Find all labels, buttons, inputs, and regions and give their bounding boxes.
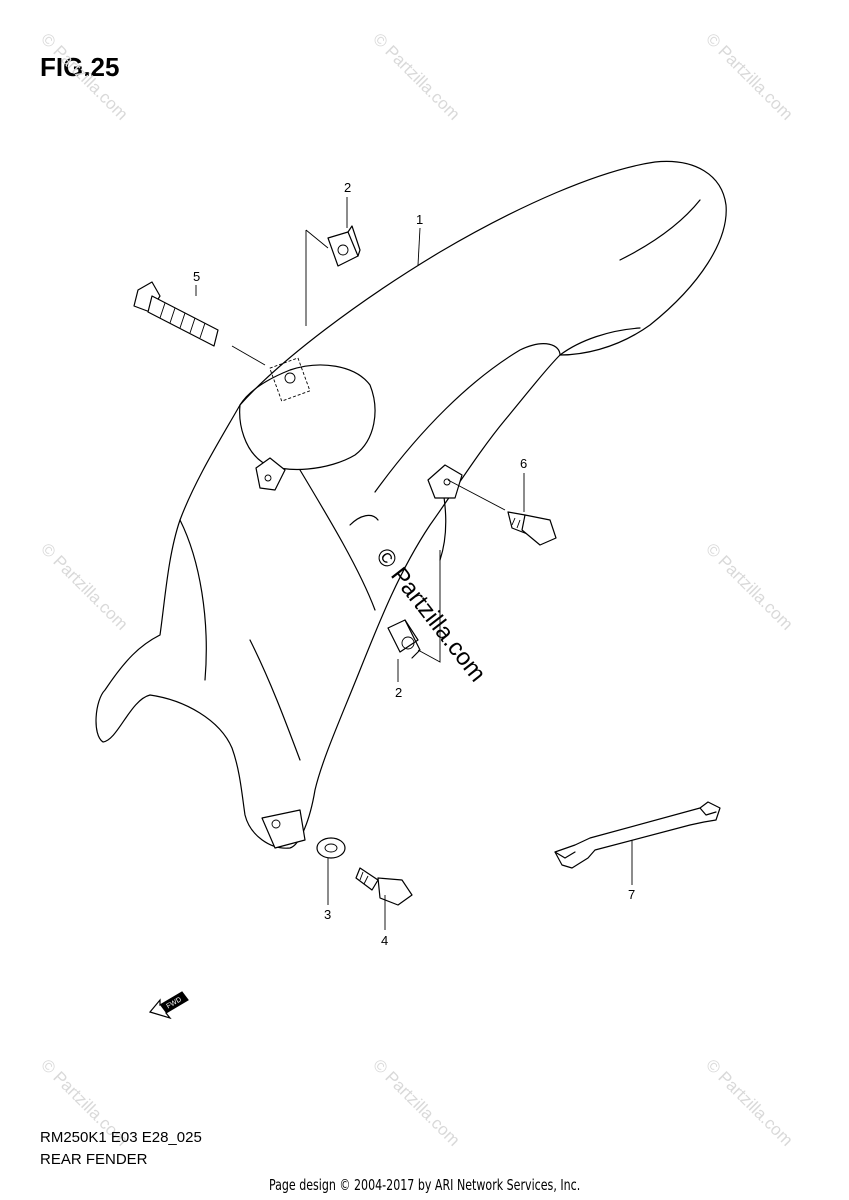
watermark: © Partzilla.com <box>37 29 131 123</box>
watermark: © Partzilla.com <box>702 539 796 633</box>
clip-nut-part-2-top <box>327 225 361 267</box>
callout-2-top: 2 <box>344 180 351 195</box>
callout-6: 6 <box>520 456 527 471</box>
bolt-part-6 <box>507 511 557 546</box>
callout-3: 3 <box>324 907 331 922</box>
watermark: © Partzilla.com <box>369 29 463 123</box>
rear-fender-part <box>95 160 727 849</box>
callout-5: 5 <box>193 269 200 284</box>
model-code: RM250K1 E03 E28_025 <box>40 1129 202 1146</box>
leader-line <box>417 550 441 663</box>
watermark: © Partzilla.com <box>702 29 796 123</box>
page-credit: Page design © 2004-2017 by ARI Network S… <box>268 1176 581 1194</box>
watermark: © Partzilla.com <box>369 1055 463 1149</box>
figure-title: FIG.25 <box>40 52 120 82</box>
leader-line <box>231 345 266 366</box>
leader-line <box>447 479 506 511</box>
center-watermark: © Partzilla.com <box>370 543 491 687</box>
fwd-arrow-icon: FWD <box>148 991 189 1020</box>
clip-nut-part-2-bottom <box>387 619 421 659</box>
leader-line <box>417 227 421 266</box>
watermark: © Partzilla.com <box>37 539 131 633</box>
callout-1: 1 <box>416 212 423 227</box>
callout-7: 7 <box>628 887 635 902</box>
callout-4: 4 <box>381 933 388 948</box>
callout-2-bottom: 2 <box>395 685 402 700</box>
wrench-part-7 <box>554 801 721 869</box>
watermark: © Partzilla.com <box>702 1055 796 1149</box>
section-name: REAR FENDER <box>40 1151 148 1168</box>
leader-line <box>305 229 329 326</box>
bolt-part-5 <box>133 281 219 347</box>
washer-part-3 <box>316 837 346 859</box>
bolt-part-4 <box>355 867 413 906</box>
